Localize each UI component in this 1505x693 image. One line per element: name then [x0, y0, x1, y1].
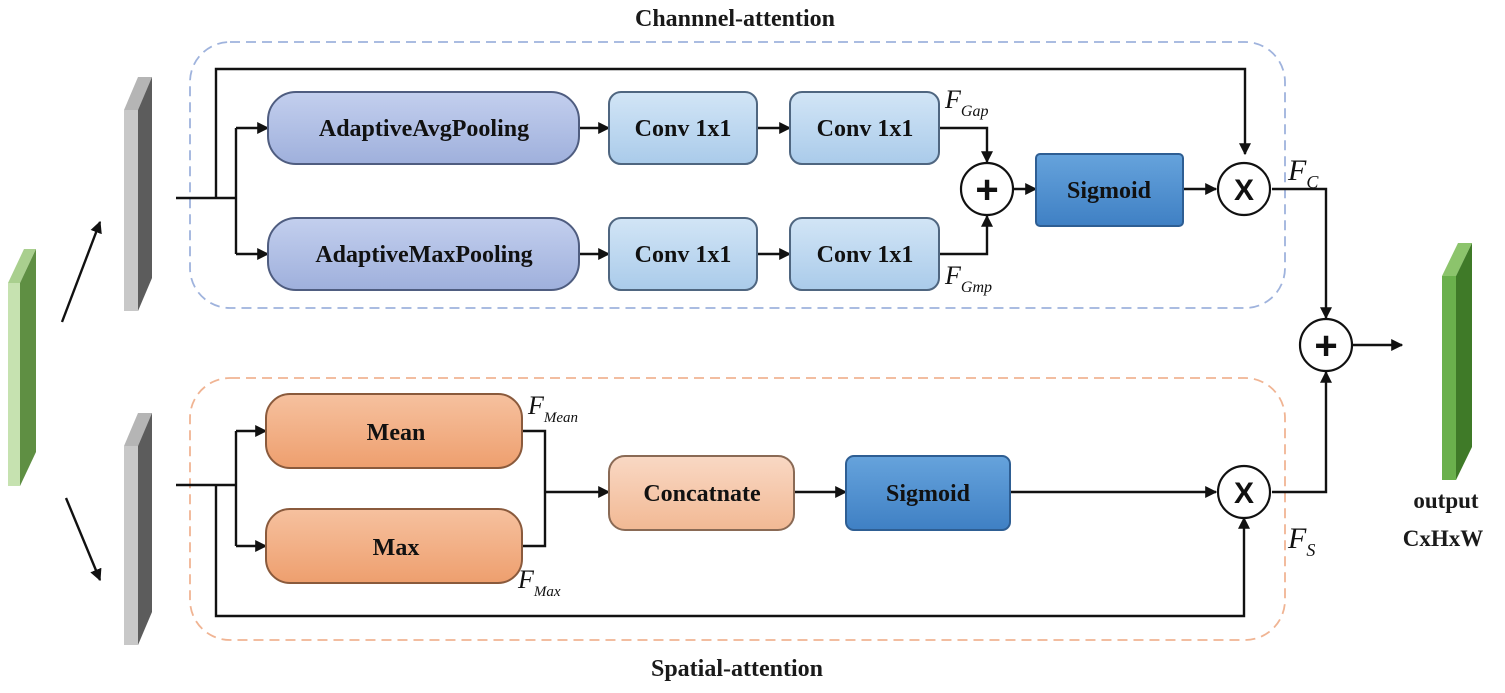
- f-c-label: FC: [1287, 154, 1319, 192]
- channel-branch-tensor: [124, 77, 152, 311]
- input-to-channel-arrow: [60, 220, 102, 323]
- conv-max-1-label: Conv 1x1: [635, 242, 732, 268]
- output-add-symbol: +: [1314, 324, 1337, 368]
- max-label: Max: [373, 535, 420, 561]
- conv-avg-2-box: [789, 91, 940, 165]
- f-max-label: FMax: [517, 565, 561, 600]
- f-gap-label: FGap: [944, 85, 988, 120]
- output-shape-label: CxHxW: [1403, 526, 1484, 551]
- concatenate-label: Concatnate: [643, 481, 761, 507]
- concatenate-box: [608, 455, 795, 531]
- f-s-label: FS: [1287, 522, 1315, 560]
- channel-multiply-symbol: X: [1234, 174, 1254, 207]
- adaptive-avg-pooling-box: [267, 91, 580, 165]
- spatial-multiply-circle: [1216, 464, 1272, 520]
- output-tensor: [1442, 243, 1472, 480]
- conv-max-2-label: Conv 1x1: [817, 242, 914, 268]
- conv-avg-2-label: Conv 1x1: [817, 116, 914, 142]
- max-box: [265, 508, 523, 584]
- conv-avg-1-box: [608, 91, 758, 165]
- channel-add-circle: [959, 161, 1015, 217]
- spatial-attention-region: [189, 377, 1286, 641]
- sigmoid-channel-box: [1035, 153, 1184, 227]
- input-to-spatial-arrow: [64, 497, 102, 582]
- adaptive-avg-pooling-label: AdaptiveAvgPooling: [319, 116, 529, 142]
- channel-multiply-circle: [1216, 161, 1272, 217]
- mean-box: [265, 393, 523, 469]
- conv-max-1-box: [608, 217, 758, 291]
- mean-label: Mean: [367, 420, 426, 446]
- channel-connections: [176, 67, 1404, 351]
- spatial-branch-tensor: [124, 413, 152, 645]
- f-gmp-label: FGmp: [944, 261, 992, 296]
- channel-attention-title: Channnel-attention: [635, 6, 835, 32]
- output-add-circle: [1298, 317, 1354, 373]
- channel-attention-region: [189, 41, 1286, 309]
- sigmoid-spatial-label: Sigmoid: [886, 481, 971, 507]
- output-label: output: [1413, 488, 1479, 513]
- input-tensor: [8, 249, 36, 486]
- f-mean-label: FMean: [527, 391, 578, 426]
- sigmoid-spatial-box: [845, 455, 1011, 531]
- spatial-attention-title: Spatial-attention: [651, 656, 823, 682]
- conv-max-2-box: [789, 217, 940, 291]
- sigmoid-channel-label: Sigmoid: [1067, 178, 1152, 204]
- conv-avg-1-label: Conv 1x1: [635, 116, 732, 142]
- adaptive-max-pooling-label: AdaptiveMaxPooling: [315, 242, 532, 268]
- adaptive-max-pooling-box: [267, 217, 580, 291]
- spatial-multiply-symbol: X: [1234, 477, 1254, 510]
- channel-add-symbol: +: [975, 168, 998, 212]
- spatial-connections: [176, 370, 1332, 618]
